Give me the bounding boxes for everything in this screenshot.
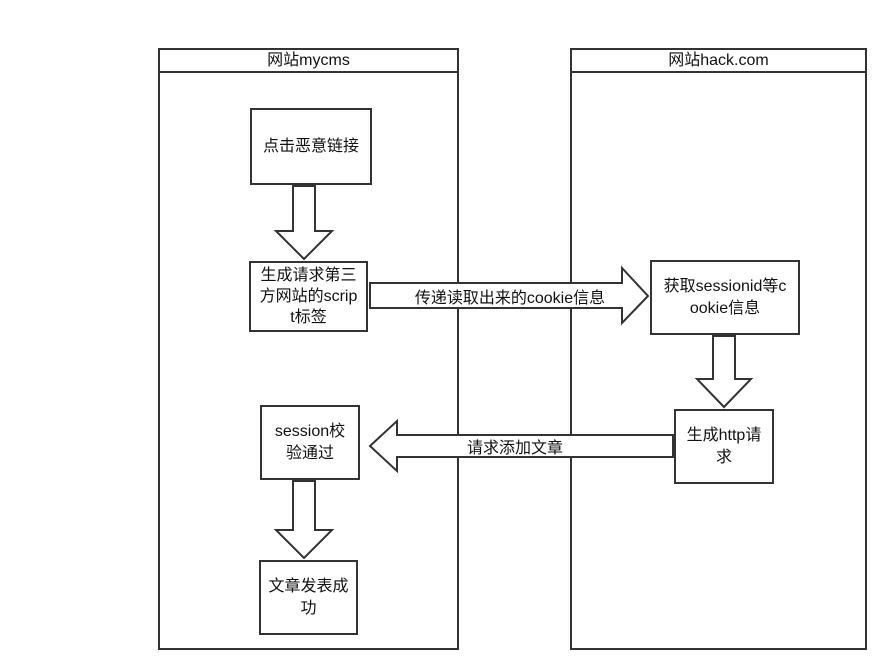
swimlane-hack-title: 网站hack.com	[572, 50, 865, 73]
node-session-check-pass: session校 验通过	[260, 405, 360, 480]
node-click-malicious-link: 点击恶意链接	[250, 108, 372, 185]
node-generate-script-tag: 生成请求第三 方网站的scrip t标签	[249, 261, 368, 332]
node-get-sessionid-cookie: 获取sessionid等c ookie信息	[650, 260, 800, 335]
swimlane-hack: 网站hack.com	[570, 48, 867, 650]
swimlane-mycms-title: 网站mycms	[160, 50, 457, 73]
node-generate-http-request: 生成http请 求	[674, 409, 774, 484]
node-article-published: 文章发表成 功	[259, 560, 358, 635]
